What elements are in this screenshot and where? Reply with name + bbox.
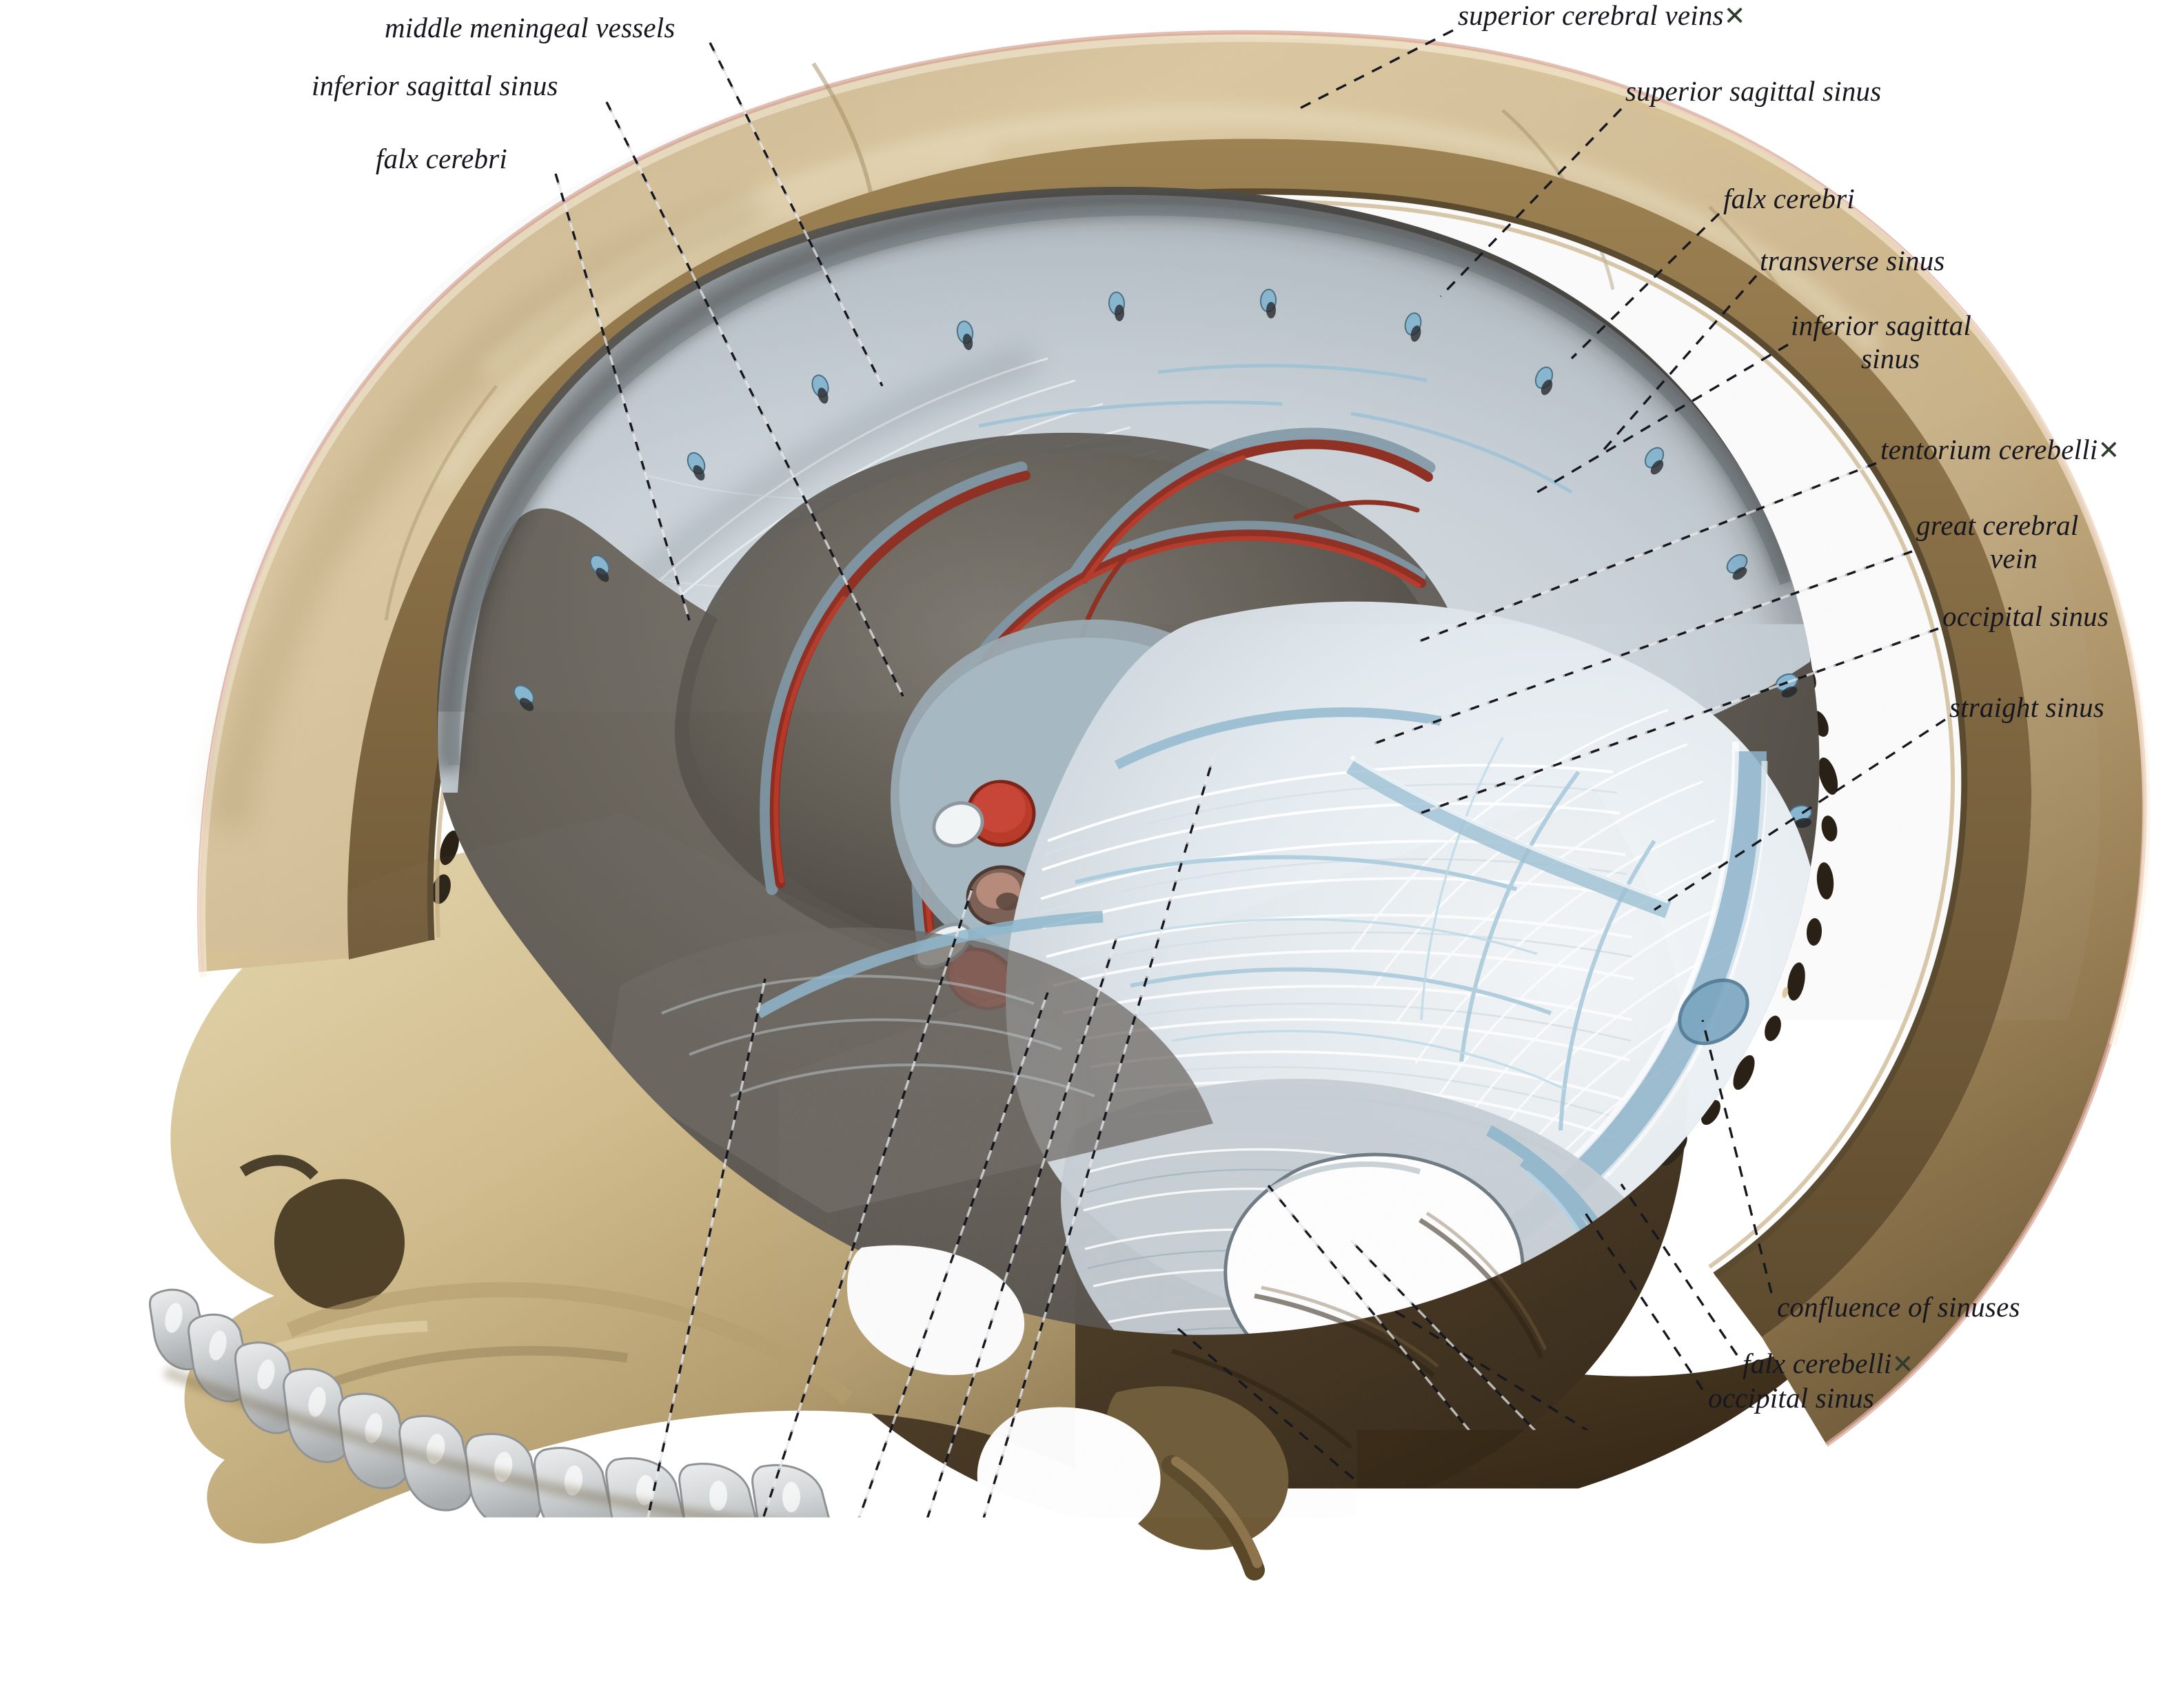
label-foramen-magnum: foramen magnum bbox=[1665, 1468, 1865, 1498]
label-superior-petrosal-sinus: superior petrosal sinus bbox=[908, 1580, 1171, 1610]
cross-mark-icon: ✕ bbox=[1724, 2, 1746, 31]
label-inferior-sagittal-sinus-right-line1: inferior sagittal bbox=[1791, 310, 1971, 340]
label-sphenoparietal-sinus-line1: sphenoparietal bbox=[536, 1547, 700, 1576]
label-inferior-petrosal-sinus-line1: inferior bbox=[796, 1540, 884, 1570]
label-falx-cerebri-right: falx cerebri bbox=[1723, 183, 1855, 214]
label-occipital-sinus-upper: occipital sinus bbox=[1942, 601, 2109, 631]
label-inferior-sagittal-sinus-left: inferior sagittal sinus bbox=[312, 70, 558, 101]
cross-mark-icon: ✕ bbox=[1891, 1350, 1913, 1379]
label-tentorium-cerebelli-lower: tentorium cerebelli bbox=[1618, 1504, 1836, 1534]
label-confluence-of-sinuses: confluence of sinuses bbox=[1777, 1292, 2020, 1322]
label-great-cerebral-vein-line2: vein bbox=[1990, 543, 2038, 573]
label-transverse-sinus: transverse sinus bbox=[1760, 245, 1945, 276]
label-inferior-cerebral-veins: inferior cerebral veins bbox=[1481, 1576, 1737, 1606]
label-falx-cerebelli: falx cerebelli✕ bbox=[1743, 1348, 1913, 1379]
label-trigeminal-nerve: trigeminal nerve bbox=[867, 1613, 1057, 1643]
label-encephalic-dura-mater: encephalic dura mater bbox=[1570, 1540, 1829, 1570]
label-inferior-petrosal-sinus-line3: sinus bbox=[778, 1606, 836, 1636]
label-sphenoparietal-sinus-line2: sinus bbox=[612, 1580, 668, 1609]
label-inferior-sagittal-sinus-right-line2: sinus bbox=[1861, 343, 1920, 374]
label-cavernous-sinus-line2: sinus bbox=[729, 1545, 788, 1576]
label-middle-meningeal-vessels: middle meningeal vessels bbox=[385, 12, 676, 43]
label-cavernous-sinus-line1: cavernous bbox=[702, 1512, 819, 1543]
label-tentorium-cerebelli-right: tentorium cerebelli✕ bbox=[1880, 434, 2120, 465]
label-straight-sinus: straight sinus bbox=[1949, 692, 2104, 722]
label-inferior-petrosal-sinus-line2: petrosal bbox=[778, 1573, 870, 1603]
label-great-cerebral-vein-line1: great cerebral bbox=[1916, 510, 2078, 540]
label-superior-sagittal-sinus: superior sagittal sinus bbox=[1625, 76, 1881, 106]
cross-mark-icon: ✕ bbox=[2098, 436, 2120, 465]
label-falx-cerebri-left: falx cerebri bbox=[376, 143, 507, 174]
label-superior-cerebral-veins: superior cerebral veins✕ bbox=[1458, 0, 1746, 31]
label-occipital-sinus-lower: occipital sinus bbox=[1708, 1383, 1874, 1413]
